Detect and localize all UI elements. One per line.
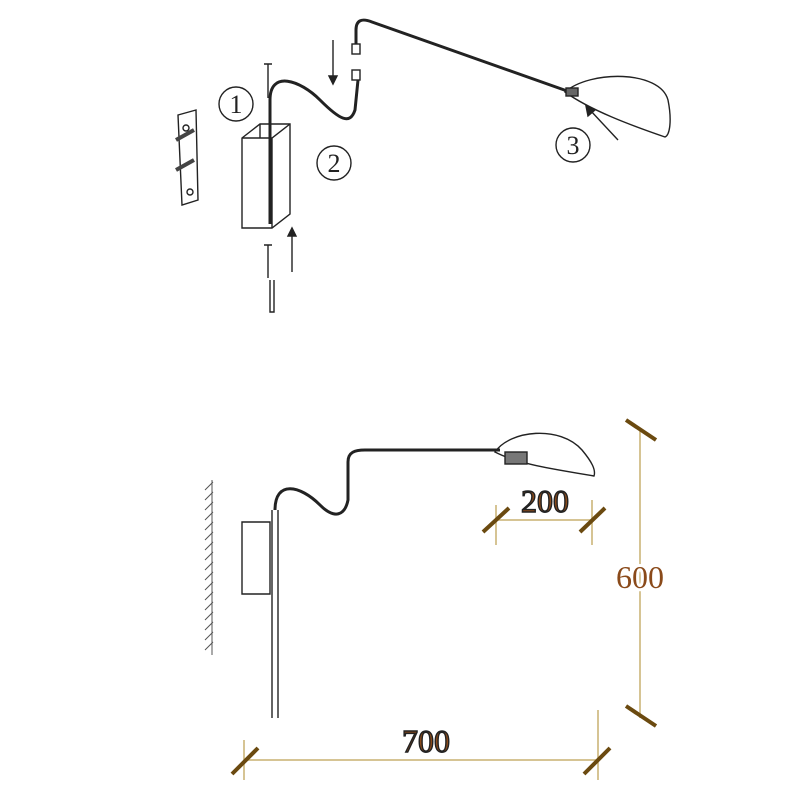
rod xyxy=(271,510,279,718)
wall-bracket xyxy=(175,109,199,206)
main-arm xyxy=(354,18,571,94)
svg-text:3: 3 xyxy=(567,131,580,160)
step-2: 2 xyxy=(316,145,352,181)
shade-side xyxy=(493,432,596,477)
dimension-600: 600 xyxy=(616,559,664,595)
lamp-shade xyxy=(563,75,671,138)
arrows xyxy=(286,40,619,272)
dimension-drawing: 200 600 700 xyxy=(204,418,667,780)
shade-joint xyxy=(565,87,579,97)
wall-box xyxy=(241,123,291,229)
step-3: 3 xyxy=(555,127,591,163)
svg-text:1: 1 xyxy=(230,90,243,119)
wall-box-side xyxy=(241,521,271,595)
shade-joint-side xyxy=(504,451,528,465)
svg-text:2: 2 xyxy=(328,149,341,178)
lower-rod xyxy=(269,280,275,313)
exploded-assembly: 1 2 3 xyxy=(175,18,671,313)
dimension-200: 200 xyxy=(521,483,569,519)
screw-bottom xyxy=(264,244,272,278)
dimension-ticks xyxy=(230,418,658,776)
arm-side xyxy=(273,448,500,516)
step-1: 1 xyxy=(218,86,254,122)
wall-hatch xyxy=(204,480,214,655)
dimension-700: 700 xyxy=(402,723,450,759)
connector-mid xyxy=(351,69,361,81)
connector-top xyxy=(351,43,361,55)
s-arm xyxy=(268,79,360,224)
screw-top xyxy=(264,63,272,98)
